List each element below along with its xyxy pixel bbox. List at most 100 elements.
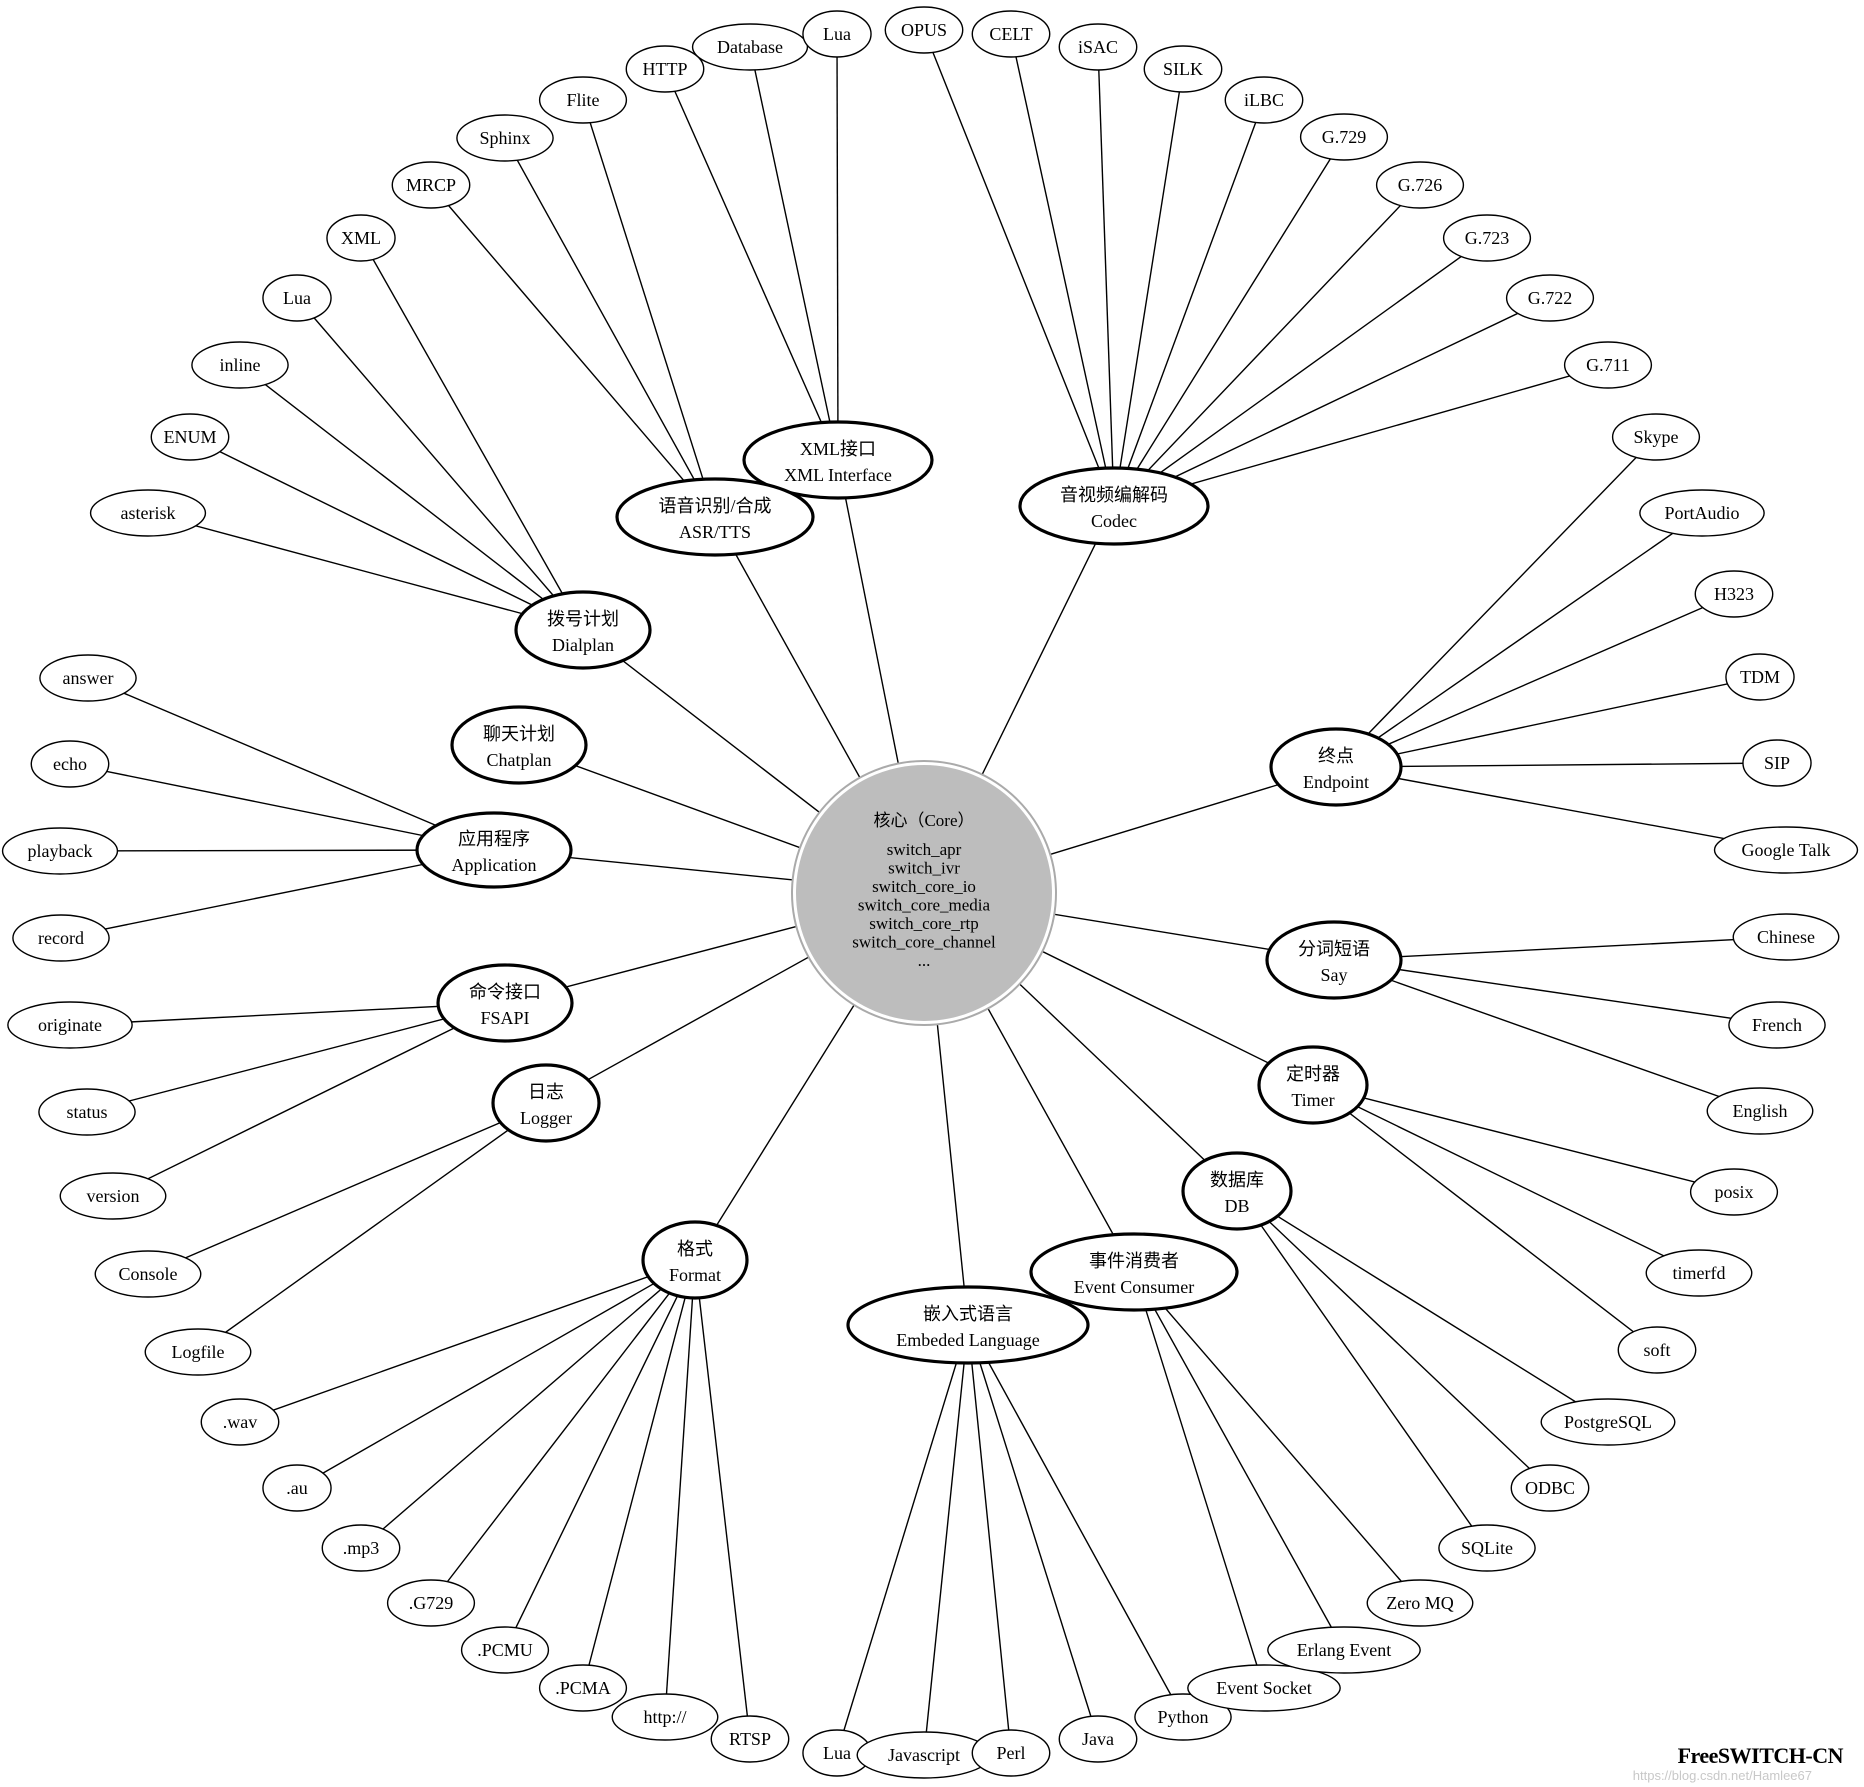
category-ellipse bbox=[514, 590, 652, 670]
leaf-node-http: HTTP bbox=[625, 45, 705, 93]
edge-application-to-answer bbox=[87, 677, 495, 851]
category-label-zh: 命令接口 bbox=[469, 982, 541, 1002]
leaf-ellipse bbox=[1689, 1168, 1779, 1216]
category-label-zh: 数据库 bbox=[1210, 1170, 1264, 1190]
leaf-label: Logfile bbox=[172, 1342, 225, 1362]
leaf-label: Zero MQ bbox=[1386, 1593, 1453, 1613]
leaf-ellipse bbox=[191, 341, 289, 389]
leaf-label: http:// bbox=[643, 1707, 686, 1727]
leaf-ellipse bbox=[691, 23, 809, 71]
core-module-switch-core-channel: switch_core_channel bbox=[852, 933, 996, 952]
edge-format-to-pcma bbox=[582, 1259, 696, 1689]
category-ellipse bbox=[1269, 727, 1403, 807]
category-ellipse bbox=[641, 1220, 749, 1300]
core-module-node: ... bbox=[918, 951, 931, 970]
leaf-node-echo: echo bbox=[30, 740, 110, 788]
leaf-label: PortAudio bbox=[1664, 503, 1739, 523]
leaf-label: G.726 bbox=[1398, 175, 1443, 195]
category-label-en: Application bbox=[452, 855, 537, 875]
leaf-node-python: Python bbox=[1134, 1693, 1232, 1741]
category-ellipse bbox=[1257, 1045, 1369, 1125]
core-title: 核心（Core） bbox=[873, 811, 974, 830]
leaf-label: Event Socket bbox=[1216, 1678, 1311, 1698]
edge-fsapi-to-version bbox=[112, 1002, 506, 1197]
leaf-node-g-711: G.711 bbox=[1563, 341, 1653, 389]
leaf-node-g-729: G.729 bbox=[1299, 113, 1389, 161]
edge-endpoint-to-h323 bbox=[1335, 593, 1735, 768]
leaf-label: XML bbox=[341, 228, 381, 248]
leaf-ellipse bbox=[1706, 1087, 1814, 1135]
leaf-ellipse bbox=[39, 654, 137, 702]
leaf-label: Python bbox=[1157, 1707, 1208, 1727]
edge-asr-to-flite bbox=[582, 99, 716, 518]
leaf-node-http: http:// bbox=[611, 1693, 719, 1741]
leaf-label: inline bbox=[220, 355, 261, 375]
edge-codec-to-celt bbox=[1010, 33, 1115, 507]
leaf-label: Javascript bbox=[888, 1745, 960, 1765]
leaf-ellipse bbox=[1617, 1326, 1697, 1374]
core-module-switch-apr: switch_apr bbox=[887, 840, 962, 859]
leaf-node-pcmu: .PCMU bbox=[460, 1626, 550, 1674]
leaf-node-asterisk: asterisk bbox=[89, 489, 207, 537]
brand-label: FreeSWITCH-CN bbox=[1678, 1743, 1844, 1768]
leaf-node-java: Java bbox=[1058, 1715, 1138, 1763]
leaf-ellipse bbox=[321, 1524, 401, 1572]
leaf-node-console: Console bbox=[94, 1250, 202, 1298]
edge-say-to-chinese bbox=[1333, 936, 1787, 961]
edge-format-to-wav bbox=[239, 1259, 696, 1423]
leaf-label: .mp3 bbox=[343, 1538, 380, 1558]
leaf-node-xml: XML bbox=[326, 214, 396, 262]
leaf-label: Console bbox=[118, 1264, 177, 1284]
leaf-label: echo bbox=[53, 754, 87, 774]
leaf-label: Skype bbox=[1634, 427, 1679, 447]
leaf-label: .au bbox=[286, 1478, 308, 1498]
edge-xml-to-http bbox=[664, 68, 839, 461]
edge-logger-to-logfile bbox=[197, 1102, 547, 1353]
category-label-en: Timer bbox=[1291, 1090, 1334, 1110]
core-module-switch-core-rtp: switch_core_rtp bbox=[869, 914, 979, 933]
category-label-zh: 音视频编解码 bbox=[1060, 485, 1168, 505]
leaf-label: SIP bbox=[1764, 753, 1790, 773]
edge-embed-to-python bbox=[967, 1324, 1184, 1718]
category-label-zh: 事件消费者 bbox=[1089, 1251, 1179, 1271]
leaf-ellipse bbox=[460, 1626, 550, 1674]
leaf-ellipse bbox=[1694, 570, 1774, 618]
leaf-ellipse bbox=[1299, 113, 1389, 161]
leaf-node-answer: answer bbox=[39, 654, 137, 702]
core-circle bbox=[796, 765, 1052, 1021]
edge-event-to-erlang-event bbox=[1133, 1271, 1345, 1651]
leaf-node-g729: .G729 bbox=[386, 1579, 476, 1627]
leaf-node-portaudio: PortAudio bbox=[1639, 489, 1765, 537]
edge-asr-to-mrcp bbox=[430, 184, 716, 518]
leaf-node-javascript: Javascript bbox=[856, 1731, 992, 1779]
leaf-node-google-talk: Google Talk bbox=[1713, 826, 1859, 874]
leaf-node-originate: originate bbox=[7, 1001, 133, 1049]
leaf-label: G.722 bbox=[1528, 288, 1573, 308]
leaf-node-english: English bbox=[1706, 1087, 1814, 1135]
leaf-node-inline: inline bbox=[191, 341, 289, 389]
leaf-node-odbc: ODBC bbox=[1510, 1464, 1590, 1512]
edge-db-to-sqlite bbox=[1236, 1190, 1488, 1549]
edge-logger-to-console bbox=[147, 1102, 547, 1275]
leaf-node-wav: .wav bbox=[200, 1398, 280, 1446]
leaf-node-chinese: Chinese bbox=[1732, 913, 1840, 961]
leaf-node-playback: playback bbox=[1, 827, 119, 875]
leaf-node-postgresql: PostgreSQL bbox=[1540, 1398, 1676, 1446]
leaf-ellipse bbox=[7, 1001, 133, 1049]
leaf-ellipse bbox=[538, 1664, 628, 1712]
edge-codec-to-silk bbox=[1113, 68, 1184, 507]
category-ellipse bbox=[491, 1063, 601, 1143]
category-ellipse bbox=[1029, 1232, 1239, 1312]
edge-xml-to-database bbox=[749, 46, 839, 461]
leaf-label: answer bbox=[63, 668, 114, 688]
edge-endpoint-to-google-talk bbox=[1335, 766, 1787, 851]
leaf-node-status: status bbox=[38, 1088, 136, 1136]
category-label-en: Endpoint bbox=[1303, 772, 1369, 792]
leaf-node-skype: Skype bbox=[1611, 413, 1701, 461]
